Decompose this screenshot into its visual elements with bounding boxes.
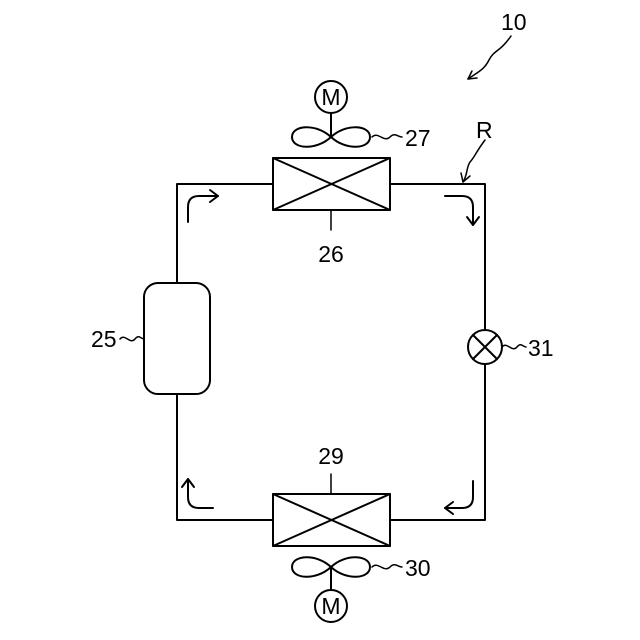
refrigerant-pipe	[177, 184, 485, 520]
leader-system-arrow	[468, 36, 511, 79]
motor-label-top: M	[321, 84, 340, 110]
leader-compressor	[120, 337, 144, 341]
flow-arrow-top-left	[188, 190, 218, 222]
compressor	[144, 283, 210, 394]
motor-label-bottom: M	[321, 593, 340, 619]
label-evaporator-fan: 30	[405, 555, 431, 581]
label-condenser-fan: 27	[405, 125, 431, 151]
label-circuit-R: R	[476, 117, 493, 143]
expansion-valve	[468, 330, 502, 364]
condenser-heat-exchanger	[273, 158, 390, 210]
leader-circuit-R	[463, 140, 485, 182]
label-compressor: 25	[91, 326, 117, 352]
leader-expansion-valve	[502, 345, 526, 349]
leader-evaporator-fan	[372, 565, 402, 569]
flow-arrow-bottom-left	[182, 479, 213, 508]
evaporator-heat-exchanger	[273, 494, 390, 546]
flow-arrow-bottom-right	[445, 481, 473, 514]
label-expansion-valve: 31	[528, 335, 554, 361]
label-system: 10	[501, 9, 527, 35]
leader-condenser-fan	[372, 135, 402, 139]
leader-system-arrowhead	[468, 71, 477, 79]
flow-arrow-top-right	[445, 196, 479, 225]
label-evaporator: 29	[318, 443, 344, 469]
label-condenser: 26	[318, 241, 344, 267]
